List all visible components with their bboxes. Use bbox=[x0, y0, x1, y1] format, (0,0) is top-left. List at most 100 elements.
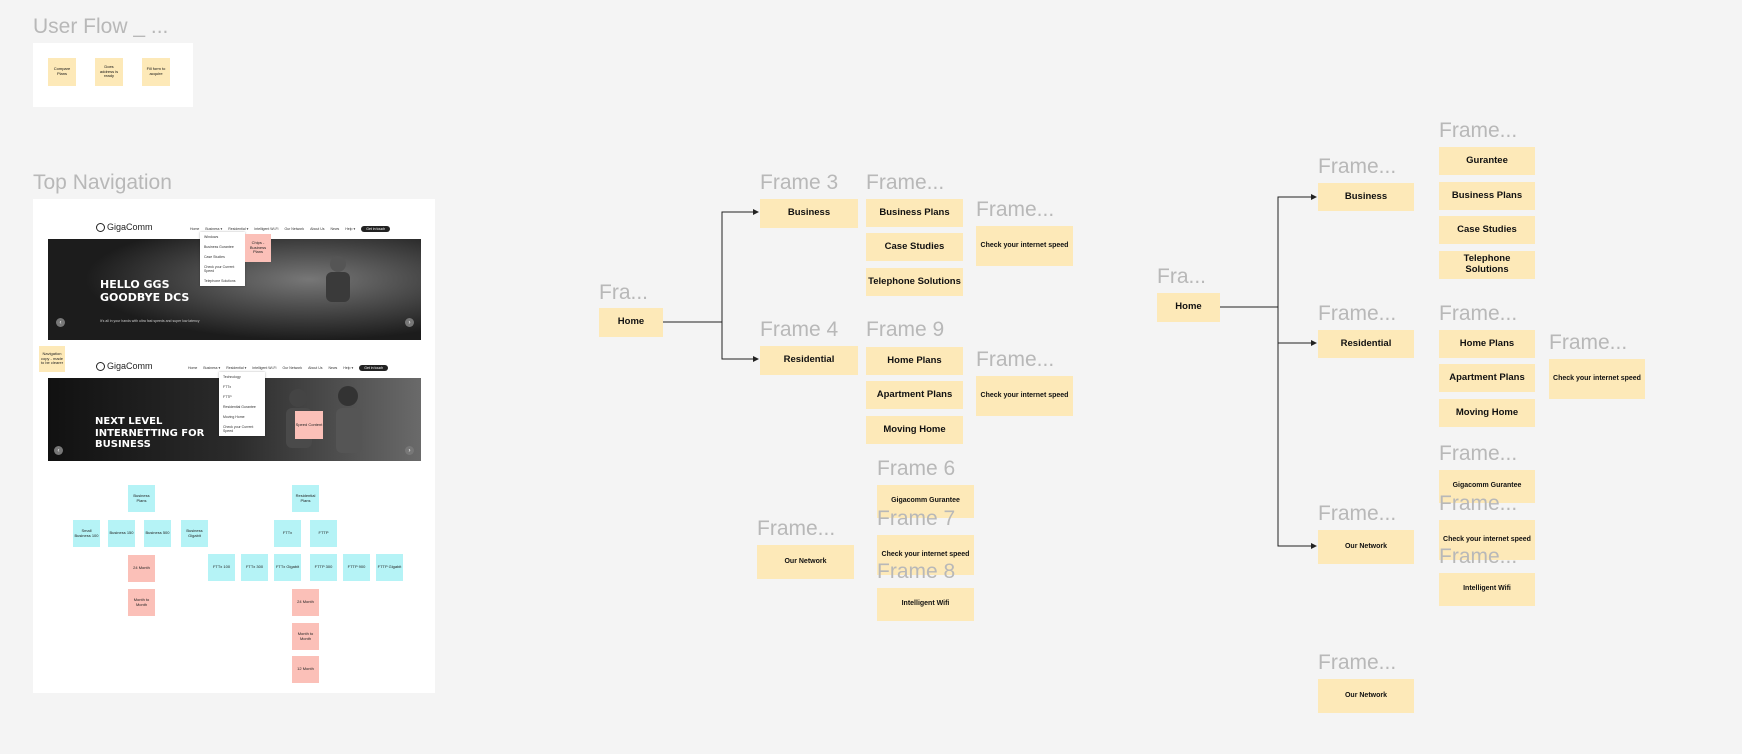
nav-item[interactable]: News bbox=[328, 366, 338, 370]
check-speed-node[interactable]: Check your internet speed bbox=[1549, 359, 1645, 399]
navigation-note-sticky: Navigation copy - made to be clearer bbox=[39, 346, 65, 372]
nav-item[interactable]: About Us bbox=[310, 227, 325, 231]
frame-label: Frame... bbox=[1439, 442, 1518, 465]
dropdown-item[interactable]: FTTx bbox=[223, 385, 232, 389]
nav-item[interactable]: Home bbox=[190, 227, 200, 231]
hero-banner-1: HELLO GGS GOODBYE DCS It's all in your h… bbox=[48, 239, 421, 340]
nav-bar-2: Home Business ▾ Residential ▾ Intelligen… bbox=[188, 365, 389, 371]
gurantee-node[interactable]: Gurantee bbox=[1439, 147, 1535, 175]
nav-item[interactable]: About Us bbox=[308, 366, 323, 370]
plan-node: FTTP Gigabit bbox=[376, 554, 403, 581]
term-node: Month to Month bbox=[292, 623, 319, 650]
dropdown-item[interactable]: Windows bbox=[204, 235, 219, 239]
gigacomm-gurantee-node[interactable]: Gigacomm Gurantee bbox=[1439, 470, 1535, 503]
frame-label: Frame... bbox=[1318, 651, 1397, 674]
apartment-plans-node[interactable]: Apartment Plans bbox=[1439, 364, 1535, 392]
frame-label: Frame 6 bbox=[877, 457, 956, 480]
nav-item[interactable]: Intelligent Wi-Fi bbox=[254, 227, 279, 231]
frame-label: Frame... bbox=[1439, 545, 1518, 568]
carousel-prev-icon[interactable]: ‹ bbox=[54, 446, 63, 455]
check-speed-node[interactable]: Check your internet speed bbox=[1439, 520, 1535, 560]
dropdown-item[interactable]: Check your Current Speed bbox=[204, 265, 235, 273]
gigacomm-gurantee-node[interactable]: Gigacomm Gurantee bbox=[877, 485, 974, 518]
intelligent-wifi-node[interactable]: Intelligent Wifi bbox=[877, 588, 974, 621]
case-studies-node[interactable]: Case Studies bbox=[866, 233, 963, 261]
check-speed-node[interactable]: Check your internet speed bbox=[877, 535, 974, 575]
logo-icon bbox=[96, 361, 105, 371]
dropdown-item[interactable]: Business Gurantee bbox=[204, 245, 234, 249]
frame-label: Frame... bbox=[1318, 502, 1397, 525]
check-speed-node[interactable]: Check your internet speed bbox=[976, 226, 1073, 266]
nav-item[interactable]: Business ▾ bbox=[205, 227, 223, 231]
home-node[interactable]: Home bbox=[599, 308, 663, 337]
user-flow-title: User Flow _ ... bbox=[33, 15, 169, 38]
residential-dropdown: Technology FTTx FTTP Residential Gurante… bbox=[219, 372, 265, 436]
home-plans-node[interactable]: Home Plans bbox=[1439, 330, 1535, 358]
hero-2-title: NEXT LEVEL INTERNETTING FOR BUSINESS bbox=[95, 416, 205, 450]
plan-node: Business 150 bbox=[108, 520, 135, 547]
business-dropdown: Windows Business Gurantee Case Studies C… bbox=[200, 232, 245, 286]
plan-node: FTTx 300 bbox=[241, 554, 268, 581]
nav-item[interactable]: Intelligent Wi-Fi bbox=[252, 366, 277, 370]
residential-node[interactable]: Residential bbox=[1318, 330, 1414, 358]
moving-home-node[interactable]: Moving Home bbox=[866, 416, 963, 444]
hero-1-subtitle: It's all in your hands with ultra fast s… bbox=[100, 319, 200, 323]
frame-label: Frame... bbox=[976, 198, 1055, 221]
residential-node[interactable]: Residential bbox=[760, 346, 858, 375]
nav-item[interactable]: Help ▾ bbox=[343, 366, 354, 370]
business-node[interactable]: Business bbox=[1318, 183, 1414, 211]
speed-content-sticky: Speed Content bbox=[295, 411, 323, 439]
intelligent-wifi-node[interactable]: Intelligent Wifi bbox=[1439, 573, 1535, 606]
dropdown-item[interactable]: Moving Home bbox=[223, 415, 245, 419]
get-in-touch-button[interactable]: Get in touch bbox=[361, 226, 391, 232]
user-flow-panel: Compare Plans Does address is ready Fill… bbox=[33, 43, 193, 107]
dropdown-item[interactable]: Case Studies bbox=[204, 255, 225, 259]
nav-item[interactable]: Residential ▾ bbox=[228, 227, 249, 231]
nav-item[interactable]: Our Network bbox=[284, 227, 305, 231]
nav-item[interactable]: Residential ▾ bbox=[226, 366, 247, 370]
frame-label: Frame... bbox=[1318, 155, 1397, 178]
carousel-next-icon[interactable]: › bbox=[405, 446, 414, 455]
get-in-touch-button[interactable]: Get in touch bbox=[359, 365, 389, 371]
logo-icon bbox=[96, 222, 105, 232]
check-speed-node[interactable]: Check your internet speed bbox=[976, 376, 1073, 416]
dropdown-item[interactable]: Residential Gurantee bbox=[223, 405, 256, 409]
dropdown-item[interactable]: FTTP bbox=[223, 395, 232, 399]
nav-item[interactable]: Home bbox=[188, 366, 198, 370]
our-network-node[interactable]: Our Network bbox=[1318, 530, 1414, 564]
user-flow-step: Compare Plans bbox=[48, 58, 76, 86]
our-network-node[interactable]: Our Network bbox=[1318, 679, 1414, 713]
business-plans-node[interactable]: Business Plans bbox=[1439, 182, 1535, 210]
carousel-prev-icon[interactable]: ‹ bbox=[56, 318, 65, 327]
nav-bar-1: Home Business ▾ Residential ▾ Intelligen… bbox=[190, 226, 391, 232]
carousel-next-icon[interactable]: › bbox=[405, 318, 414, 327]
moving-home-node[interactable]: Moving Home bbox=[1439, 399, 1535, 427]
telephone-solutions-node[interactable]: Telephone Solutions bbox=[1439, 251, 1535, 279]
business-plans-node[interactable]: Business Plans bbox=[866, 199, 963, 227]
business-node[interactable]: Business bbox=[760, 199, 858, 228]
telephone-solutions-node[interactable]: Telephone Solutions bbox=[866, 268, 963, 296]
term-node: Month to Month bbox=[128, 589, 155, 616]
plan-node: Business Gigabit bbox=[181, 520, 208, 547]
hero-1-image bbox=[48, 239, 421, 340]
dropdown-item[interactable]: Check your Current Speed bbox=[223, 425, 254, 433]
dropdown-item[interactable]: Technology bbox=[223, 375, 241, 379]
nav-item[interactable]: Help ▾ bbox=[345, 227, 356, 231]
frame-label: Frame 8 bbox=[877, 560, 956, 583]
frame-label: Frame 9 bbox=[866, 318, 945, 341]
our-network-node[interactable]: Our Network bbox=[757, 545, 854, 579]
apartment-plans-node[interactable]: Apartment Plans bbox=[866, 381, 963, 409]
dropdown-item[interactable]: Telephone Solutions bbox=[204, 279, 236, 283]
home-plans-node[interactable]: Home Plans bbox=[866, 347, 963, 375]
gigacomm-logo: GigaComm bbox=[96, 222, 153, 232]
plan-node: FTTx 100 bbox=[208, 554, 235, 581]
nav-item[interactable]: News bbox=[330, 227, 340, 231]
gigacomm-logo: GigaComm bbox=[96, 361, 153, 371]
frame-label: Fra... bbox=[599, 281, 649, 304]
user-flow-step: Fill form to acquire bbox=[142, 58, 170, 86]
case-studies-node[interactable]: Case Studies bbox=[1439, 216, 1535, 244]
home-node[interactable]: Home bbox=[1157, 293, 1220, 322]
plan-node: FTTP 300 bbox=[310, 554, 337, 581]
nav-item[interactable]: Our Network bbox=[282, 366, 303, 370]
nav-item[interactable]: Business ▾ bbox=[203, 366, 221, 370]
